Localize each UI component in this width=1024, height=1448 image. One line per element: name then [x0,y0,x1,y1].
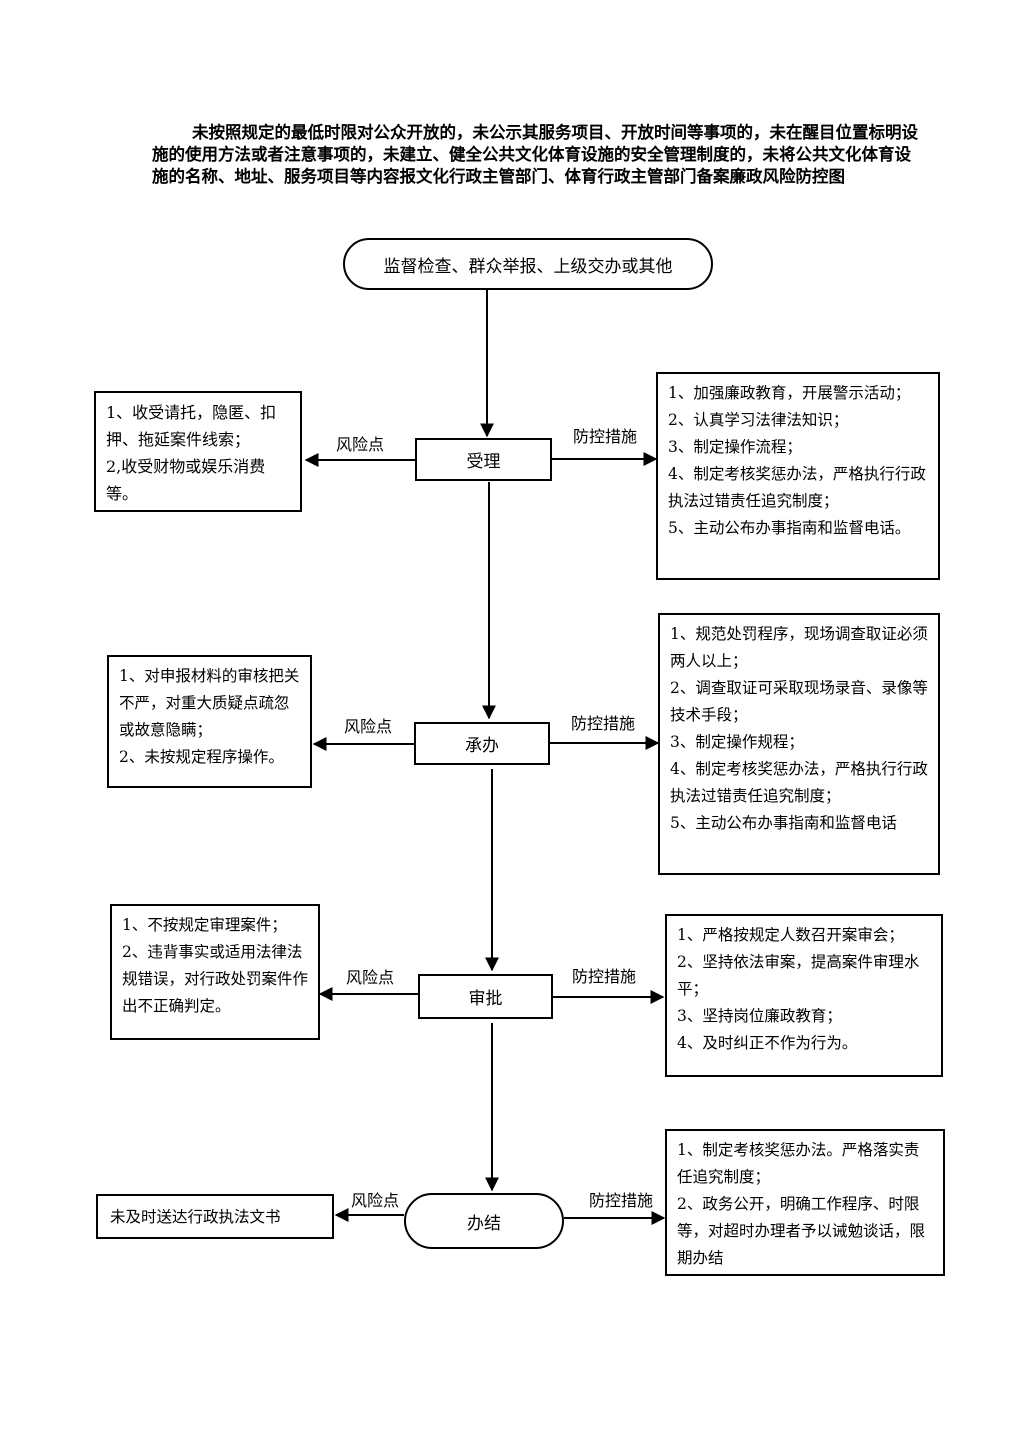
risk-item: 未及时送达行政执法文书 [110,1208,281,1226]
control-item: 1、加强廉政教育，开展警示活动； [668,384,911,402]
control-label-1: 防控措施 [573,427,638,446]
risk-item: 1、收受请托，隐匿、扣押、拖延案件线索； [106,403,277,449]
control-item: 4、制定考核奖惩办法，严格执行行政执法过错责任追究制度； [668,465,926,510]
risk-label-2: 风险点 [344,717,393,736]
step-approve-label: 审批 [468,989,503,1009]
control-box-accept: 1、加强廉政教育，开展警示活动； 2、认真学习法律法知识； 3、制定操作流程； … [656,372,940,580]
control-item: 3、制定操作流程； [668,438,802,456]
control-item: 5、主动公布办事指南和监督电话 [670,814,897,832]
step-accept-node: 受理 [415,438,552,481]
step-approve-node: 审批 [418,974,553,1019]
control-item: 2、认真学习法律法知识； [668,411,849,429]
control-item: 1、制定考核奖惩办法。严格落实责任追究制度； [677,1141,920,1186]
step-close-node: 办结 [404,1193,564,1249]
control-item: 2、调查取证可采取现场录音、录像等技术手段； [670,679,928,724]
control-item: 3、坚持岗位廉政教育； [677,1007,842,1025]
risk-label-4: 风险点 [351,1191,400,1210]
risk-label-3: 风险点 [346,968,395,987]
risk-box-approve: 1、不按规定审理案件； 2、违背事实或适用法律法规错误，对行政处罚案件作出不正确… [110,904,320,1040]
control-label-4: 防控措施 [589,1191,654,1210]
control-item: 2、坚持依法审案，提高案件审理水平； [677,953,920,998]
risk-box-handle: 1、对申报材料的审核把关不严，对重大质疑点疏忽或故意隐瞒； 2、未按规定程序操作… [107,655,312,788]
control-label-3: 防控措施 [572,967,637,986]
control-box-handle: 1、规范处罚程序，现场调查取证必须两人以上； 2、调查取证可采取现场录音、录像等… [658,613,940,875]
risk-label-1: 风险点 [336,435,385,454]
control-box-approve: 1、严格按规定人数召开案审会； 2、坚持依法审案，提高案件审理水平； 3、坚持岗… [665,914,943,1077]
step-close-label: 办结 [467,1213,501,1234]
start-node: 监督检查、群众举报、上级交办或其他 [343,238,713,290]
control-item: 2、政务公开，明确工作程序、时限等，对超时办理者予以诫勉谈话，限期办结 [677,1195,926,1267]
control-item: 1、规范处罚程序，现场调查取证必须两人以上； [670,625,928,670]
risk-box-close: 未及时送达行政执法文书 [96,1194,334,1239]
page-title: 未按照规定的最低时限对公众开放的，未公示其服务项目、开放时间等事项的，未在醒目位… [152,122,922,188]
page-title-text: 未按照规定的最低时限对公众开放的，未公示其服务项目、开放时间等事项的，未在醒目位… [152,123,918,186]
control-item: 3、制定操作规程； [670,733,804,751]
control-item: 1、严格按规定人数召开案审会； [677,926,904,944]
start-node-label: 监督检查、群众举报、上级交办或其他 [383,256,673,277]
control-item: 5、主动公布办事指南和监督电话。 [668,519,911,537]
control-item: 4、制定考核奖惩办法，严格执行行政执法过错责任追究制度； [670,760,928,805]
risk-item: 2、未按规定程序操作。 [119,748,284,766]
risk-item: 1、不按规定审理案件； [122,916,287,934]
step-handle-node: 承办 [414,722,550,765]
control-item: 4、及时纠正不作为行为。 [677,1034,858,1052]
risk-item: 2,收受财物或娱乐消费等。 [106,457,266,503]
step-accept-label: 受理 [466,452,501,472]
step-handle-label: 承办 [465,736,499,756]
risk-item: 1、对申报材料的审核把关不严，对重大质疑点疏忽或故意隐瞒； [119,667,300,739]
control-label-2: 防控措施 [571,714,636,733]
control-box-close: 1、制定考核奖惩办法。严格落实责任追究制度； 2、政务公开，明确工作程序、时限等… [665,1129,945,1276]
risk-item: 2、违背事实或适用法律法规错误，对行政处罚案件作出不正确判定。 [122,943,309,1015]
risk-box-accept: 1、收受请托，隐匿、扣押、拖延案件线索； 2,收受财物或娱乐消费等。 [94,391,302,512]
